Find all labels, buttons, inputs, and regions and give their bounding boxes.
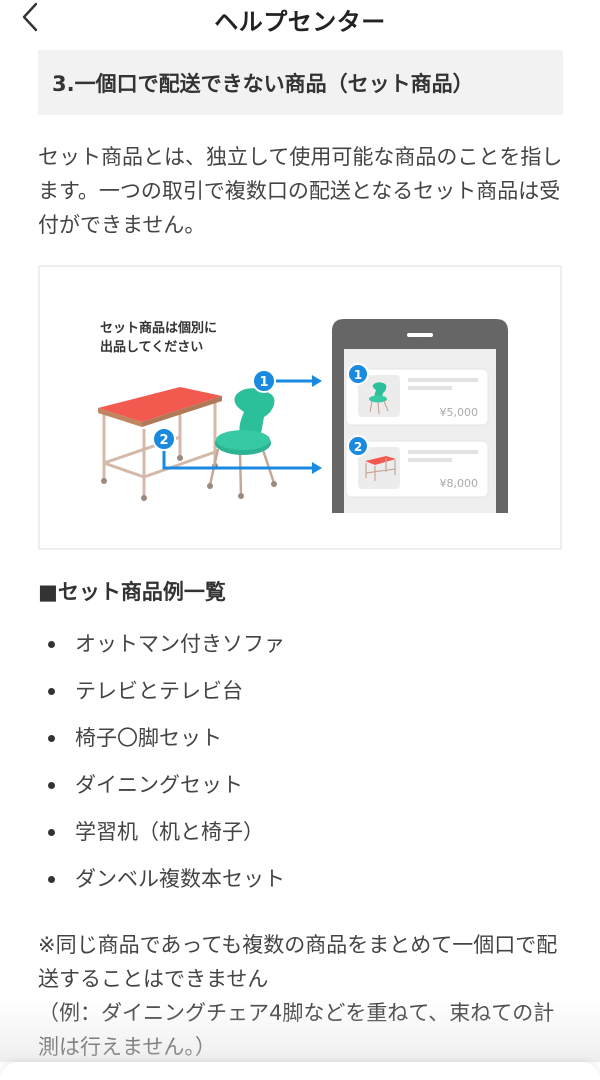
figure-caption: セット商品は個別に 出品してください [100, 321, 218, 355]
note-paragraph: ※同じ商品であっても複数の商品をまとめて一個口で配送することはできません （例：… [38, 933, 558, 1059]
arrow-1: 1 [252, 369, 322, 393]
chair-illustration [207, 388, 277, 499]
bottom-sheet[interactable] [0, 1062, 600, 1080]
svg-text:1: 1 [354, 368, 362, 382]
svg-text:2: 2 [354, 440, 362, 454]
phone-illustration: ¥5,000 1 ¥8,000 2 [332, 319, 508, 513]
illustration-figure: 1 2 ¥5,000 1 [38, 265, 562, 550]
svg-text:¥8,000: ¥8,000 [440, 477, 479, 490]
examples-heading: ■セット商品例一覧 [38, 580, 226, 604]
bullet-icon [48, 641, 55, 648]
svg-text:1: 1 [259, 375, 268, 390]
bullet-icon [48, 829, 55, 836]
page-title: ヘルプセンター [214, 8, 386, 36]
examples-list: オットマン付きソファ テレビとテレビ台 椅子〇脚セット ダイニングセット 学習机… [48, 628, 285, 910]
list-item: オットマン付きソファ [48, 628, 285, 675]
bullet-icon [48, 735, 55, 742]
list-item: 椅子〇脚セット [48, 722, 285, 769]
bullet-icon [48, 688, 55, 695]
section-title: 3.一個口で配送できない商品（セット商品） [52, 72, 474, 96]
svg-text:2: 2 [159, 433, 168, 448]
list-item: 学習机（机と椅子） [48, 816, 285, 863]
arrow-2: 2 [152, 427, 322, 474]
app-header: ヘルプセンター [0, 0, 600, 40]
svg-text:¥5,000: ¥5,000 [440, 406, 479, 419]
chevron-left-icon [22, 2, 38, 32]
list-item: ダイニングセット [48, 769, 285, 816]
bullet-icon [48, 876, 55, 883]
section-header: 3.一個口で配送できない商品（セット商品） [38, 50, 563, 115]
list-item: テレビとテレビ台 [48, 675, 285, 722]
intro-paragraph: セット商品とは、独立して使用可能な商品のことを指します。一つの取引で複数口の配送… [38, 145, 563, 237]
bullet-icon [48, 782, 55, 789]
set-item-illustration: 1 2 ¥5,000 1 [98, 319, 508, 513]
back-button[interactable] [14, 0, 50, 36]
list-item: ダンベル複数本セット [48, 863, 285, 910]
